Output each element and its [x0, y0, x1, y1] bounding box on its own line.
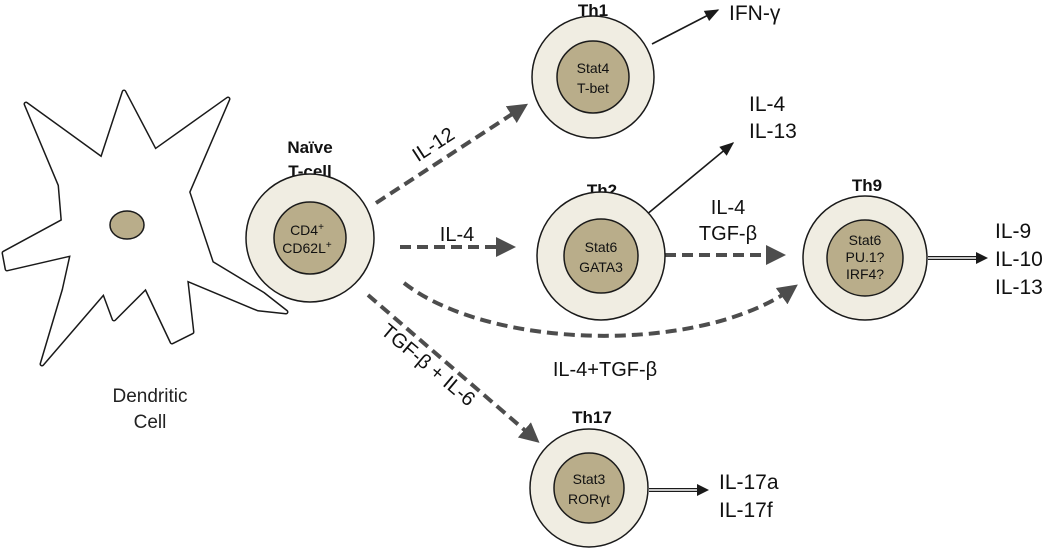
arrow-naive-to-th17 — [366, 293, 540, 443]
edge-label-tgfb-il6: TGF-β + IL-6 — [377, 320, 480, 411]
edge-label-il12: IL-12 — [409, 123, 459, 166]
dendritic-label-line2: Cell — [134, 412, 167, 433]
th9-cell: Th9 Stat6 PU.1? IRF4? IL-9 IL-10 IL-13 — [802, 176, 1043, 321]
th2-output-line1: IL-4 — [749, 93, 786, 116]
naive-marker-cd62l-sup: + — [326, 240, 332, 251]
th2-cell: Th2 Stat6 GATA3 IL-4 IL-13 — [536, 93, 797, 321]
arrow-th9-output — [928, 252, 988, 264]
th9-inner-circle — [826, 219, 904, 297]
edge-label-il4-tgfb: IL-4+TGF-β — [553, 359, 657, 381]
arrow-naive-to-th9 — [402, 281, 798, 338]
naive-marker-cd4-sup: + — [318, 222, 324, 233]
th9-output-line2: IL-10 — [995, 248, 1043, 271]
th17-inner-line1: Stat3 — [573, 471, 606, 487]
naive-marker-cd62l: CD62L+ — [282, 240, 332, 256]
th9-inner-line3: IRF4? — [846, 266, 884, 282]
th2-inner-circle — [563, 218, 639, 294]
th1-inner-circle — [556, 40, 630, 114]
th9-inner-line2: PU.1? — [846, 249, 885, 265]
arrow-th1-output — [651, 9, 720, 45]
dendritic-label-line1: Dendritic — [113, 386, 188, 407]
th17-title: Th17 — [572, 408, 612, 427]
th2-inner-line2: GATA3 — [579, 259, 623, 275]
output-arrows — [639, 9, 988, 496]
th17-cell: Th17 Stat3 RORγt IL-17a IL-17f — [529, 408, 779, 548]
naive-marker-cd4: CD4+ — [290, 222, 324, 238]
th9-output-line1: IL-9 — [995, 220, 1031, 243]
dashed-arrows — [366, 103, 798, 443]
edge-label-th2-th9-line2: TGF-β — [699, 223, 757, 245]
th2-output-line2: IL-13 — [749, 120, 797, 143]
th17-output-line1: IL-17a — [719, 471, 779, 494]
arrow-naive-to-th1 — [374, 103, 529, 205]
naive-t-cell: Naïve T-cell CD4+ CD62L+ — [245, 138, 375, 303]
th9-output-line3: IL-13 — [995, 276, 1043, 299]
th17-inner-circle — [553, 452, 625, 524]
naive-inner-circle — [273, 201, 347, 275]
th9-inner-line1: Stat6 — [849, 232, 882, 248]
th2-inner-line1: Stat6 — [585, 239, 618, 255]
dendritic-nucleus — [109, 210, 145, 240]
th1-output: IFN-γ — [729, 2, 781, 25]
edge-label-il4: IL-4 — [440, 224, 474, 246]
dendritic-cell: Dendritic Cell — [1, 89, 289, 433]
edge-label-th2-th9-line1: IL-4 — [711, 197, 745, 219]
th9-title: Th9 — [852, 176, 882, 195]
th1-inner-line2: T-bet — [577, 80, 609, 96]
naive-title-line1: Naïve — [287, 138, 332, 157]
arrow-th17-output — [649, 484, 709, 496]
th1-title: Th1 — [578, 1, 608, 20]
arrow-th2-output — [639, 142, 735, 221]
th1-inner-line1: Stat4 — [577, 60, 610, 76]
th1-cell: Th1 Stat4 T-bet IFN-γ — [531, 1, 781, 139]
th17-inner-line2: RORγt — [568, 491, 610, 507]
th17-output-line2: IL-17f — [719, 499, 773, 522]
